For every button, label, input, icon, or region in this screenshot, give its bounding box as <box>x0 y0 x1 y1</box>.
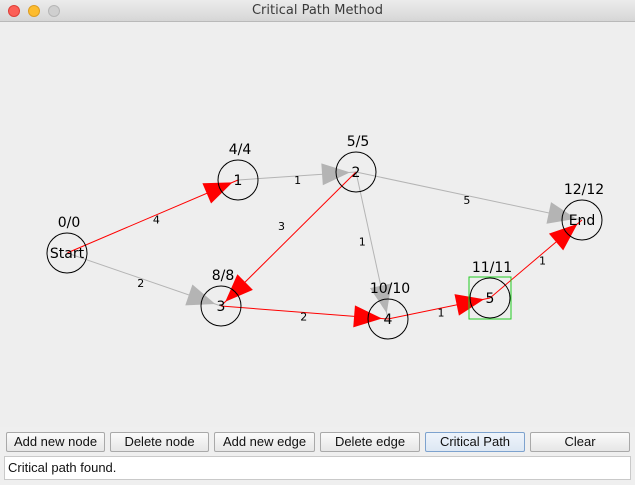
node-label: 3 <box>217 299 226 315</box>
node-time-label: 0/0 <box>58 215 81 231</box>
node-label: End <box>569 213 596 229</box>
node-n4[interactable] <box>367 298 409 340</box>
edge-arrowhead-n2-end <box>546 202 577 224</box>
edge-weight-label: 1 <box>294 174 301 187</box>
node-time-label: 12/12 <box>564 182 604 198</box>
node-selection-box <box>468 276 512 320</box>
edge-weight-label: 1 <box>438 306 445 319</box>
maximize-window-button[interactable] <box>48 5 60 17</box>
node-n5[interactable] <box>469 277 511 319</box>
node-n1[interactable] <box>217 159 259 201</box>
node-start[interactable] <box>46 232 88 274</box>
critical-path-button[interactable]: Critical Path <box>425 432 525 452</box>
delete-node-button[interactable]: Delete node <box>110 432 209 452</box>
node-label: 1 <box>234 173 243 189</box>
edge-n2-end[interactable] <box>355 171 583 221</box>
close-window-button[interactable] <box>8 5 20 17</box>
node-time-label: 11/11 <box>472 260 512 276</box>
edge-weight-label: 1 <box>539 255 546 268</box>
edge-weight-label: 4 <box>153 214 160 227</box>
node-time-label: 5/5 <box>347 134 370 150</box>
node-label: 5 <box>486 291 495 307</box>
toolbar: Add new node Delete node Add new edge De… <box>0 430 635 454</box>
edge-weight-label: 3 <box>278 220 285 233</box>
node-label: 4 <box>384 312 393 328</box>
status-bar: Critical path found. <box>4 456 631 480</box>
window-title: Critical Path Method <box>251 3 384 18</box>
minimize-window-button[interactable] <box>28 5 40 17</box>
edge-arrowhead-start-n1 <box>202 182 233 204</box>
edge-arrowhead-n5-end <box>548 223 578 251</box>
node-time-label: 8/8 <box>212 268 235 284</box>
node-time-label: 10/10 <box>370 281 410 297</box>
edge-weight-label: 2 <box>137 277 144 290</box>
node-label: 2 <box>352 165 361 181</box>
add-node-button[interactable]: Add new node <box>6 432 105 452</box>
node-label: Start <box>50 246 85 262</box>
edge-arrowhead-n2-n4 <box>370 283 392 314</box>
edge-weight-label: 1 <box>359 236 366 249</box>
edge-weight-label: 5 <box>463 194 470 207</box>
edge-arrowhead-start-n3 <box>185 284 216 306</box>
delete-edge-button[interactable]: Delete edge <box>320 432 420 452</box>
node-n2[interactable] <box>335 151 377 193</box>
edge-arrowhead-n2-n3 <box>225 274 253 302</box>
edge-weight-label: 2 <box>300 310 307 323</box>
edge-arrowhead-n3-n4 <box>353 305 383 328</box>
add-edge-button[interactable]: Add new edge <box>214 432 315 452</box>
clear-button[interactable]: Clear <box>530 432 630 452</box>
node-time-label: 4/4 <box>229 142 252 158</box>
node-n3[interactable] <box>200 285 242 327</box>
node-end[interactable] <box>561 199 603 241</box>
window-titlebar: Critical Path Method <box>0 0 635 22</box>
